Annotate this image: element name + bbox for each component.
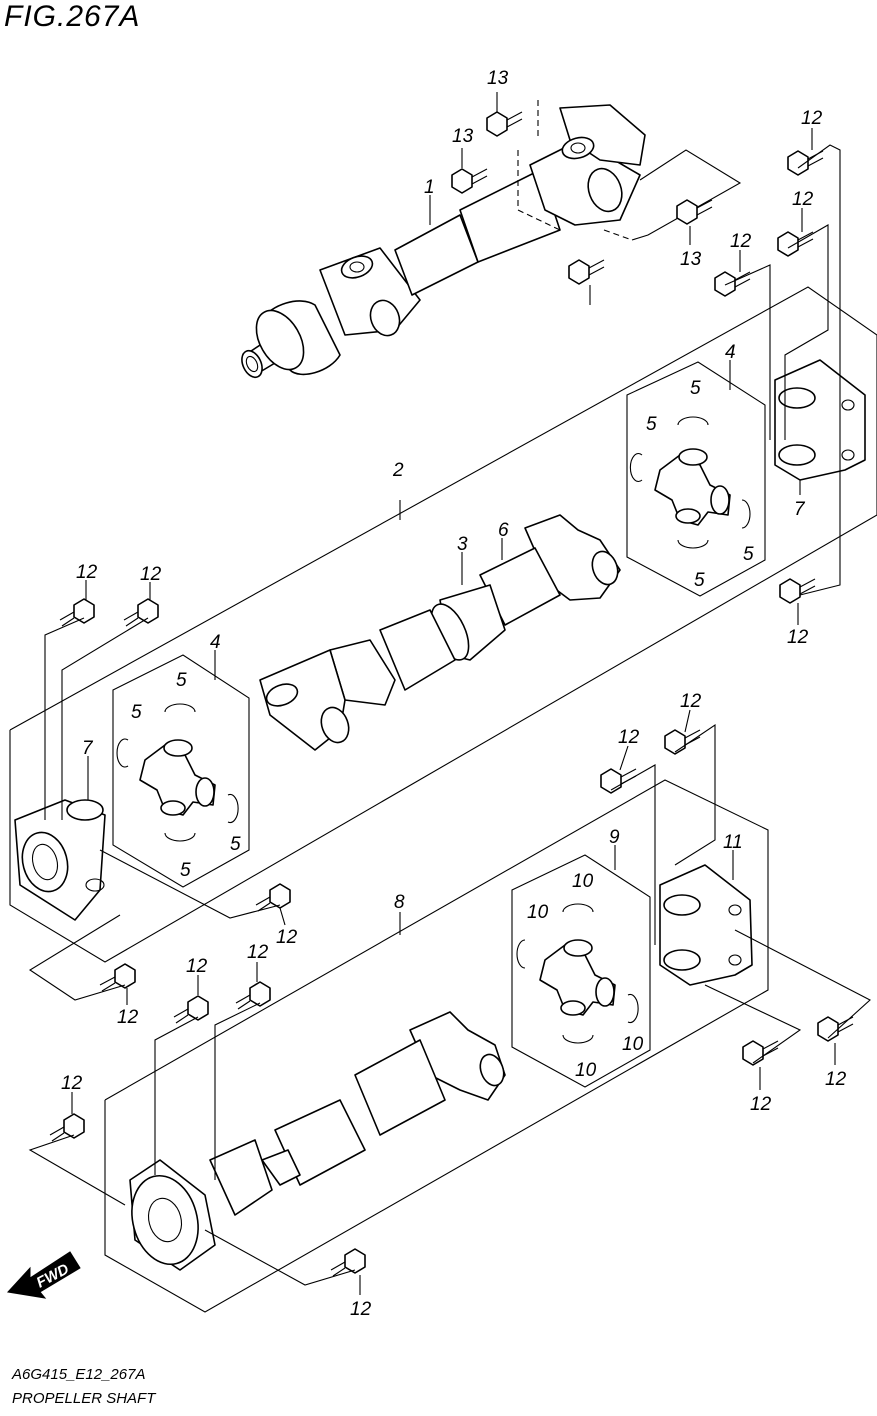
part-9-universal-joint-kit[interactable] bbox=[539, 939, 616, 1016]
callout-12-g: 12 bbox=[276, 927, 298, 948]
bolt-12-b3 bbox=[817, 1016, 854, 1042]
callout-12-o: 12 bbox=[825, 1069, 847, 1090]
callout-12-d: 12 bbox=[787, 627, 809, 648]
bolt-12-m4 bbox=[664, 729, 701, 755]
callout-11: 11 bbox=[723, 832, 743, 853]
bolt-12-l2 bbox=[123, 598, 159, 627]
callout-12-m: 12 bbox=[61, 1073, 83, 1094]
bolt-13-c bbox=[676, 199, 713, 225]
callout-5-l4: 5 bbox=[180, 860, 191, 881]
callout-12-j: 12 bbox=[247, 942, 269, 963]
bolt-12-l4 bbox=[99, 963, 136, 992]
flange-dashes-part1 bbox=[517, 100, 742, 241]
callout-9: 9 bbox=[609, 827, 620, 848]
bolt-12-b2 bbox=[742, 1040, 779, 1066]
part-7-flange-yoke-left[interactable] bbox=[14, 799, 106, 921]
bolts[interactable] bbox=[49, 111, 854, 1277]
bolt-13-d bbox=[568, 259, 605, 285]
diagram-code: A6G415_E12_267A bbox=[12, 1366, 146, 1383]
callout-10-d: 10 bbox=[575, 1060, 597, 1081]
callout-12-f: 12 bbox=[140, 564, 162, 585]
part-5-circlip-set-left[interactable] bbox=[116, 703, 239, 842]
callout-12-k: 12 bbox=[618, 727, 640, 748]
callout-5-l1: 5 bbox=[176, 670, 187, 691]
bolt-12-l3 bbox=[255, 883, 291, 912]
callout-10-a: 10 bbox=[572, 871, 594, 892]
bolt-12-l1 bbox=[59, 598, 95, 627]
callout-12-a: 12 bbox=[801, 108, 823, 129]
bolt-12-b1 bbox=[49, 1113, 85, 1142]
callout-12-c: 12 bbox=[730, 231, 752, 252]
callout-12-e: 12 bbox=[76, 562, 98, 583]
bolt-12-r3 bbox=[714, 271, 751, 297]
callout-12-h: 12 bbox=[117, 1007, 139, 1028]
callout-13-a: 13 bbox=[487, 68, 509, 89]
callout-4-left: 4 bbox=[210, 632, 221, 653]
bolt-12-r4 bbox=[779, 578, 816, 604]
part-4-universal-joint-kit-right[interactable] bbox=[654, 448, 731, 526]
kit-frame-4-right bbox=[626, 361, 766, 597]
callout-5-l3: 5 bbox=[230, 834, 241, 855]
callout-5-r2: 5 bbox=[646, 414, 657, 435]
bolt-12-m1 bbox=[173, 995, 209, 1024]
leader-lines bbox=[28, 92, 871, 1295]
callout-8: 8 bbox=[394, 892, 405, 913]
bolt-12-m2 bbox=[235, 981, 271, 1010]
part-7-flange-yoke-right[interactable] bbox=[774, 359, 866, 481]
callout-12-n: 12 bbox=[750, 1094, 772, 1115]
callout-5-l2: 5 bbox=[131, 702, 142, 723]
callout-12-p: 12 bbox=[350, 1299, 372, 1320]
callout-12-i: 12 bbox=[186, 956, 208, 977]
callout-13-b: 13 bbox=[452, 126, 474, 147]
kit-frame-4-left bbox=[112, 654, 250, 888]
callout-13-c: 13 bbox=[680, 249, 702, 270]
callout-numbers: 1 2 3 4 4 5 5 5 5 5 5 5 5 6 7 7 8 9 10 1… bbox=[61, 68, 847, 1320]
assembly-frame-2 bbox=[9, 286, 877, 963]
kit-frame-9 bbox=[511, 854, 651, 1088]
callout-7-left: 7 bbox=[82, 738, 94, 759]
bolt-12-r2 bbox=[777, 231, 814, 257]
callout-7-right: 7 bbox=[794, 499, 806, 520]
callout-5-r4: 5 bbox=[694, 570, 705, 591]
assembly-frame-8 bbox=[104, 779, 769, 1313]
part-5-circlip-set-right[interactable] bbox=[629, 416, 751, 549]
callout-6: 6 bbox=[498, 520, 509, 541]
bolt-12-b4 bbox=[330, 1248, 366, 1277]
callout-10-b: 10 bbox=[527, 902, 549, 923]
callout-1: 1 bbox=[424, 177, 435, 198]
bolt-13-b bbox=[451, 168, 488, 194]
figure-title: FIG.267A bbox=[4, 0, 141, 33]
bolt-13-a bbox=[486, 111, 523, 137]
part-11-flange-yoke[interactable] bbox=[659, 864, 753, 986]
callout-10-c: 10 bbox=[622, 1034, 644, 1055]
callout-12-b: 12 bbox=[792, 189, 814, 210]
part-3-6-center-shaft[interactable] bbox=[259, 514, 622, 751]
callout-4-right: 4 bbox=[725, 342, 736, 363]
fwd-direction-arrow: FWD bbox=[7, 1251, 81, 1299]
part-1-front-propeller-shaft[interactable] bbox=[238, 104, 646, 380]
part-8-rear-propeller-shaft[interactable] bbox=[122, 1011, 507, 1272]
callout-3: 3 bbox=[457, 534, 468, 555]
callout-5-r3: 5 bbox=[743, 544, 754, 565]
section-name: PROPELLER SHAFT bbox=[12, 1390, 156, 1407]
part-10-circlip-set[interactable] bbox=[516, 903, 639, 1044]
callout-2: 2 bbox=[392, 460, 404, 481]
callout-5-r1: 5 bbox=[690, 378, 701, 399]
callout-12-l: 12 bbox=[680, 691, 702, 712]
part-4-universal-joint-kit-left[interactable] bbox=[139, 739, 216, 816]
bolt-12-m3 bbox=[600, 768, 637, 794]
